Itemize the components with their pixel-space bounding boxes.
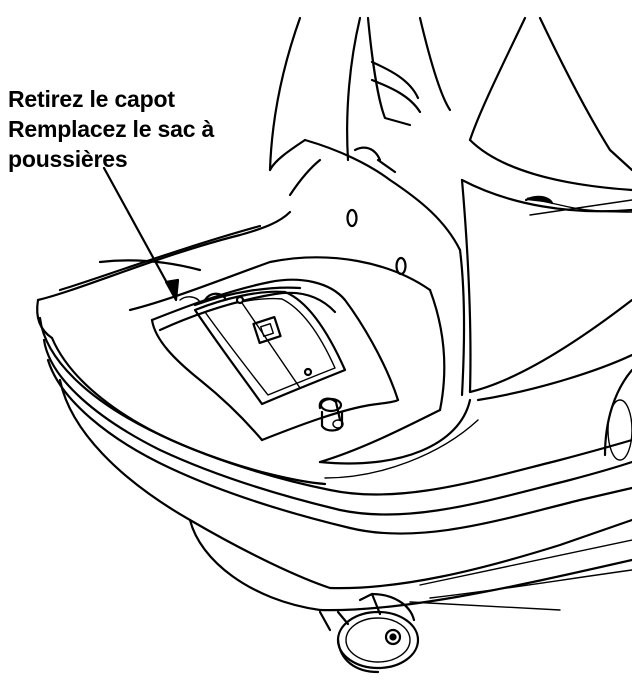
base-tray — [36, 210, 632, 612]
instruction-line-2: Remplacez le sac à — [8, 116, 215, 142]
rear-panel — [268, 138, 466, 397]
instruction-line-3: poussières — [8, 146, 128, 172]
dust-bag-cover — [150, 278, 400, 442]
tray-floor — [128, 256, 479, 479]
instruction-line-1: Retirez le capot — [8, 86, 175, 112]
instruction-callout: Retirez le capot Remplacez le sac à pous… — [8, 84, 214, 174]
caster-wheel — [318, 592, 420, 674]
callout-arrow — [102, 166, 180, 302]
machine-upper-body — [268, 16, 632, 461]
